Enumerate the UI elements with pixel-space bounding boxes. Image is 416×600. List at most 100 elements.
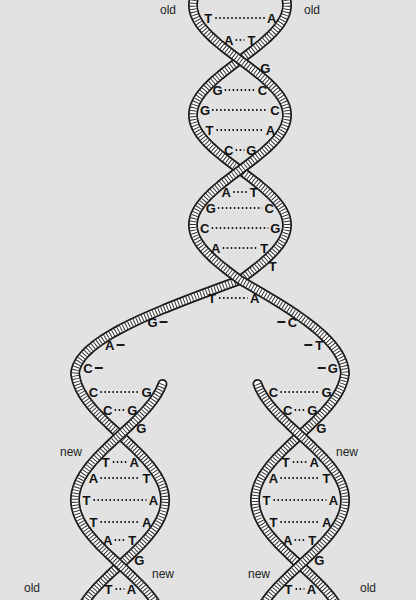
backbone-strand	[258, 384, 345, 600]
base-letter: T	[205, 124, 213, 137]
hydrogen-bond	[100, 477, 139, 479]
base-letter: T	[308, 534, 316, 547]
base-letter: A	[329, 494, 338, 507]
hydrogen-bond	[212, 227, 269, 229]
hydrogen-bond	[100, 391, 139, 393]
bond-line	[95, 367, 103, 369]
strand-label: old	[304, 4, 320, 16]
backbone-fill	[193, 0, 345, 600]
base-letter: T	[269, 516, 277, 529]
base-letter: T	[260, 242, 268, 255]
hydrogen-bond	[280, 477, 319, 479]
base-letter: C	[89, 386, 98, 399]
base-letter: T	[128, 534, 136, 547]
base-letter: T	[282, 456, 290, 469]
hydrogen-bond	[116, 588, 125, 590]
base-letter: G	[213, 84, 223, 97]
hydrogen-bond	[223, 247, 258, 249]
base-letter: A	[211, 242, 220, 255]
backbone-outline	[75, 384, 162, 600]
hydrogen-bond	[274, 499, 327, 501]
strand-label: new	[248, 568, 270, 580]
base-letter: T	[102, 456, 110, 469]
backbone-strand	[75, 384, 162, 600]
base-letter: G	[314, 554, 324, 567]
base-letter: A	[269, 472, 278, 485]
base-letter: T	[285, 583, 293, 596]
strand-label: old	[360, 582, 376, 594]
base-letter: G	[147, 316, 157, 329]
base-letter: A	[89, 472, 98, 485]
backbone-fill	[75, 384, 162, 600]
base-letter: A	[307, 583, 316, 596]
base-letter: G	[142, 386, 152, 399]
base-letter: G	[322, 386, 332, 399]
base-letter: C	[288, 316, 297, 329]
hydrogen-bond	[94, 499, 147, 501]
base-letter: G	[127, 404, 137, 417]
hydrogen-bond	[225, 89, 256, 91]
backbone-outline	[193, 0, 345, 600]
base-letter: A	[322, 516, 331, 529]
base-pair-bonds	[94, 18, 327, 589]
base-letter: T	[143, 472, 151, 485]
base-letter: G	[134, 554, 144, 567]
hydrogen-bond	[215, 17, 264, 19]
base-letter: A	[103, 534, 112, 547]
base-letter: A	[142, 516, 151, 529]
hydrogen-bond	[100, 521, 139, 523]
base-letter: T	[269, 260, 277, 273]
base-letter: G	[200, 104, 210, 117]
base-letter: G	[316, 422, 326, 435]
hydrogen-bond	[236, 39, 245, 41]
hydrogen-bond	[236, 149, 245, 151]
bond-line	[318, 367, 326, 369]
hydrogen-bond	[115, 539, 126, 541]
base-letter: G	[328, 362, 338, 375]
base-letter: T	[247, 34, 255, 47]
backbone-hatching	[75, 384, 162, 600]
base-letter: G	[260, 62, 270, 75]
base-letter: A	[267, 12, 276, 25]
hydrogen-bond	[216, 129, 263, 131]
base-letter: T	[83, 494, 91, 507]
hydrogen-bond	[293, 461, 307, 463]
base-letter: C	[264, 202, 273, 215]
hydrogen-bond	[295, 409, 306, 411]
backbone-outline	[258, 384, 345, 600]
backbone-fill	[258, 384, 345, 600]
base-letter: G	[246, 144, 256, 157]
base-letter: G	[270, 222, 280, 235]
strand-label: new	[60, 446, 82, 458]
backbone-strands	[75, 0, 345, 600]
hydrogen-bond	[296, 588, 305, 590]
strand-label: old	[160, 4, 176, 16]
backbone-hatching	[193, 0, 345, 600]
hydrogen-bond	[212, 109, 268, 111]
base-letter: A	[266, 124, 275, 137]
hydrogen-bond	[218, 207, 262, 209]
hydrogen-bond	[115, 409, 126, 411]
base-letter: T	[208, 292, 216, 305]
base-letter: C	[283, 404, 292, 417]
base-letter: T	[105, 583, 113, 596]
strand-label: new	[152, 568, 174, 580]
base-letter: T	[263, 494, 271, 507]
base-letter: A	[224, 34, 233, 47]
base-letter: C	[224, 144, 233, 157]
hydrogen-bond	[295, 539, 306, 541]
backbone-hatching	[258, 384, 345, 600]
base-letter: A	[127, 583, 136, 596]
base-letter: A	[310, 456, 319, 469]
hydrogen-bond	[113, 461, 127, 463]
base-letter: G	[206, 202, 216, 215]
strand-label: new	[336, 446, 358, 458]
base-letter: C	[200, 222, 209, 235]
base-letter: C	[270, 104, 279, 117]
base-letter: C	[269, 386, 278, 399]
base-letter: T	[315, 339, 323, 352]
base-letter: T	[323, 472, 331, 485]
base-letter: A	[283, 534, 292, 547]
